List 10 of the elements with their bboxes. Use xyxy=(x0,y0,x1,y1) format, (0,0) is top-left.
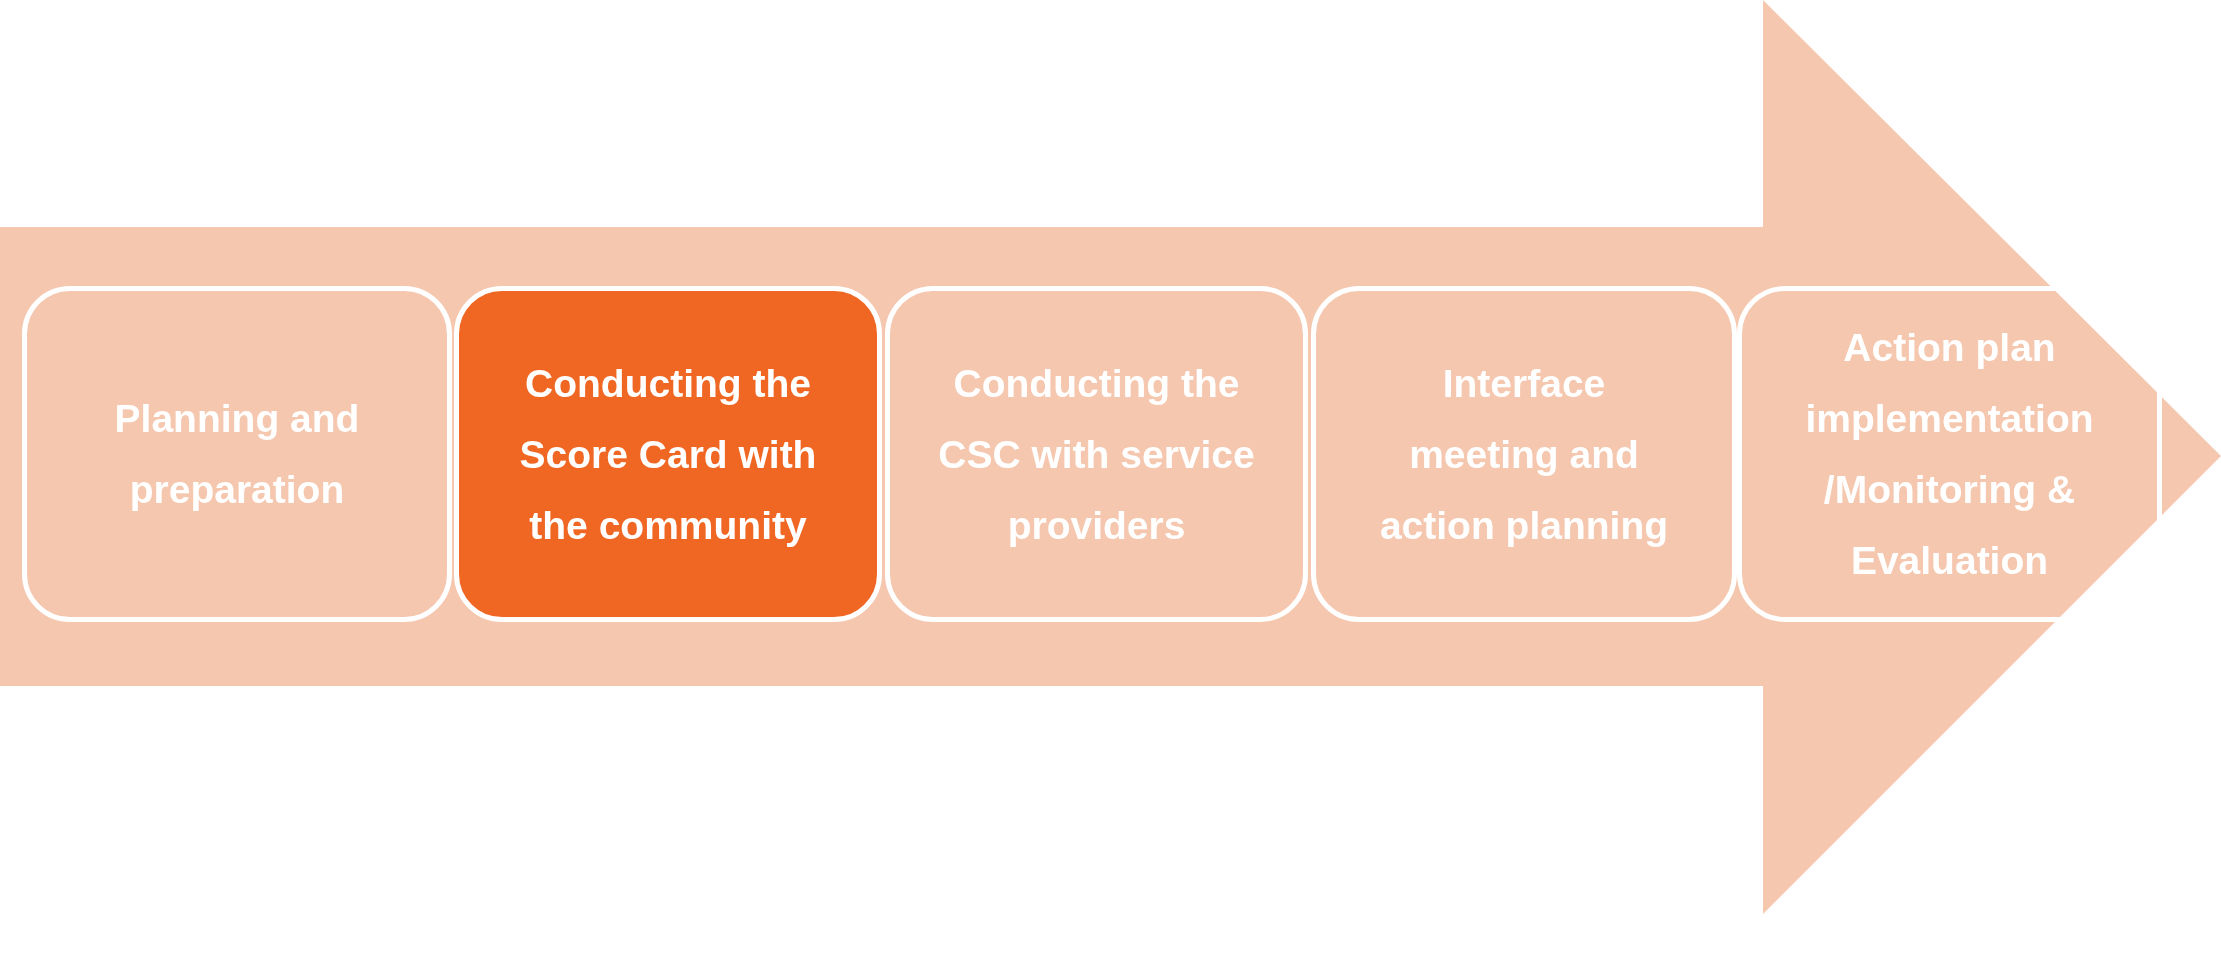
step-box xyxy=(1737,286,2162,622)
highlighted-step-box xyxy=(454,286,882,622)
step-label: Conducting the Score Card with the community xyxy=(518,360,818,549)
step-label: Interface meeting and action planning xyxy=(1378,360,1670,549)
step-box xyxy=(1311,286,1737,622)
step-box xyxy=(22,286,452,622)
step-label: Conducting the CSC with service providers xyxy=(938,360,1255,549)
step-label: Action plan implementation /Monitoring & Evaluation xyxy=(1804,325,2095,584)
step-box xyxy=(885,286,1308,622)
step-label: Planning and preparation xyxy=(113,396,361,513)
